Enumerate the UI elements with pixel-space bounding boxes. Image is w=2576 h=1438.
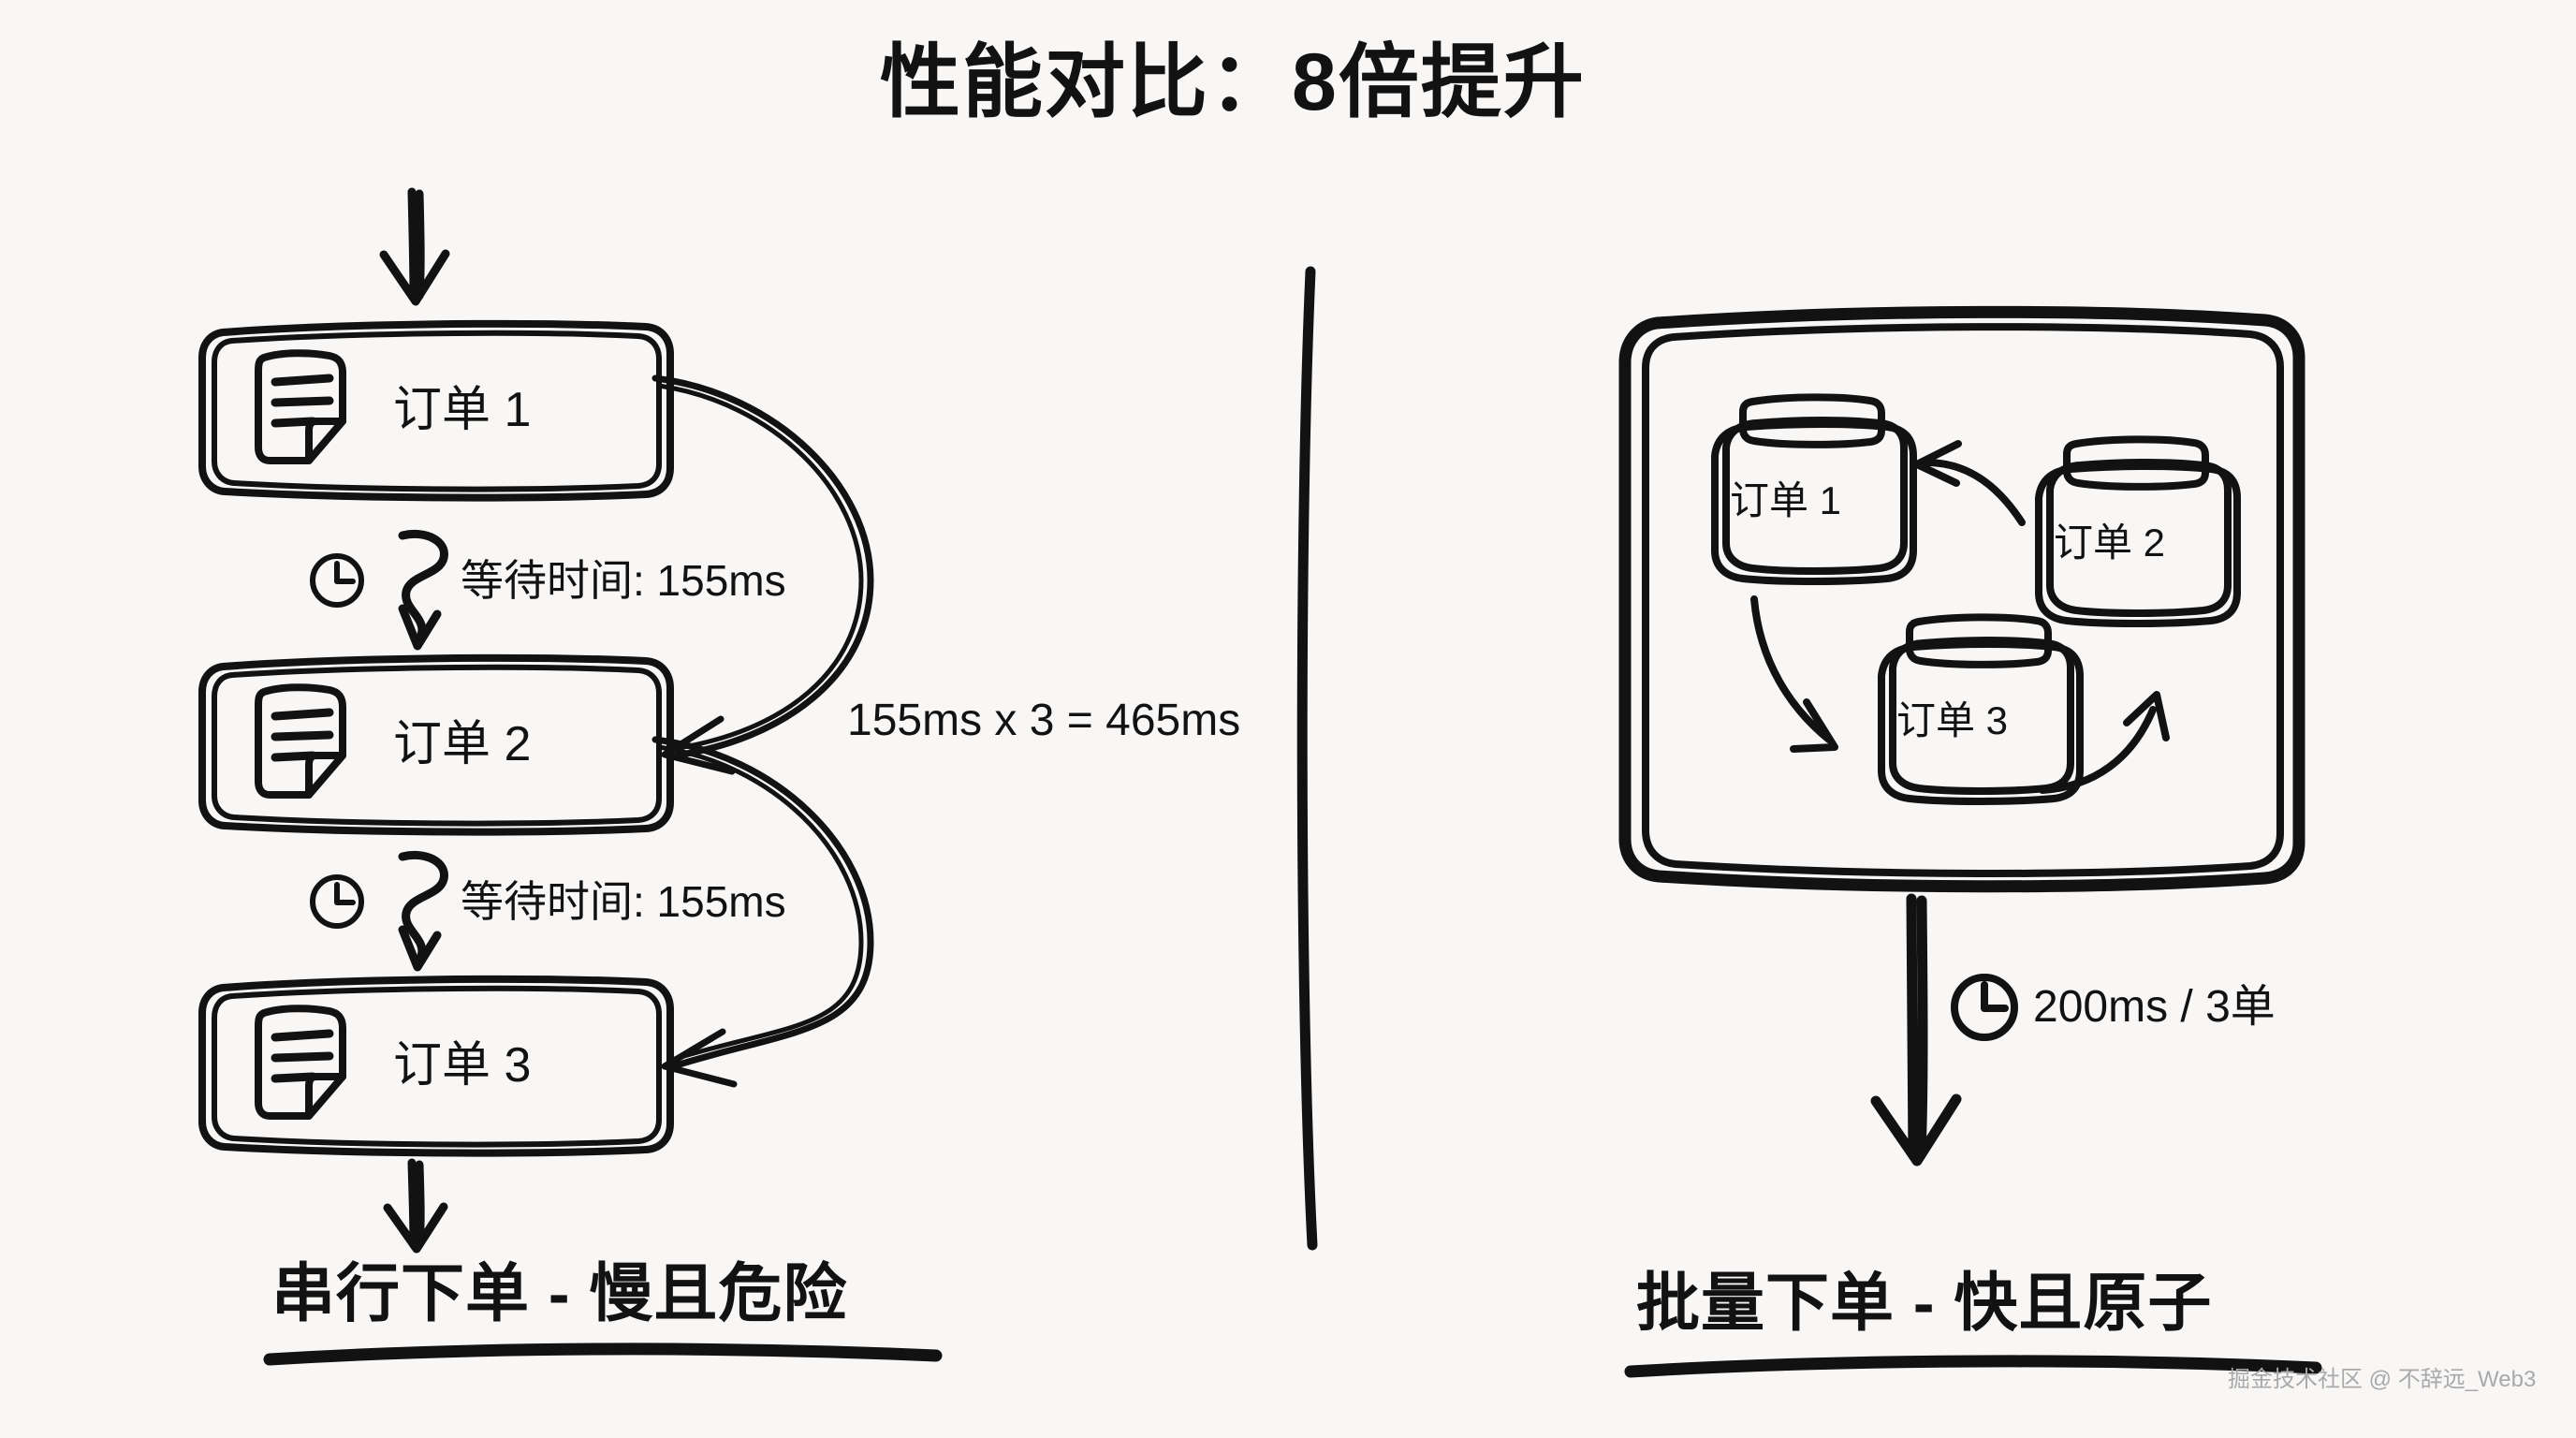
batch-container-shape: [1618, 305, 2305, 893]
document-icon-1: [255, 349, 346, 464]
serial-curve-arrow-2: [651, 736, 874, 1088]
wait-squiggle-2-icon: [310, 851, 448, 972]
clipboard-card-2-label: 订单 2: [2054, 521, 2166, 565]
watermark: 掘金技术社区 @ 不辞远_Web3: [2228, 1367, 2537, 1392]
serial-curve-arrow-1: [651, 374, 874, 775]
order-box-2-shape: [198, 653, 674, 836]
clock-icon-right: [1951, 974, 2018, 1041]
clipboard-card-1-label: 订单 1: [1730, 478, 1842, 522]
panel-divider: [1296, 266, 1318, 1251]
order-box-1-shape: [198, 319, 674, 502]
serial-total-label: 155ms x 3 = 465ms: [847, 696, 1241, 745]
clipboard-card-3-label: 订单 3: [1896, 698, 2009, 742]
exit-arrow-icon: [383, 1158, 448, 1254]
batch-result-arrow-icon: [1870, 893, 1962, 1167]
document-icon-3: [255, 1005, 346, 1120]
right-panel-caption: 批量下单 - 快且原子: [1636, 1268, 2213, 1339]
wait-label-1: 等待时间: 155ms: [461, 556, 786, 605]
wait-label-2: 等待时间: 155ms: [461, 877, 786, 926]
order-box-3-label: 订单 3: [393, 1038, 532, 1093]
left-panel-caption: 串行下单 - 慢且危险: [271, 1258, 848, 1329]
order-box-1-label: 订单 1: [393, 383, 532, 437]
order-box-2-label: 订单 2: [393, 717, 532, 771]
cycle-arrow-1-to-3: [1750, 595, 1838, 753]
clipboard-card-1-shape: [1711, 393, 1917, 585]
entry-arrow-icon: [379, 187, 450, 306]
page-title: 性能对比：8倍提升: [880, 37, 1586, 127]
clipboard-card-2-shape: [2035, 435, 2241, 627]
right-caption-underline: [1624, 1355, 2322, 1378]
order-box-3-shape: [198, 975, 674, 1157]
batch-time-label: 200ms / 3单: [2033, 982, 2276, 1032]
cycle-arrow-3-to-2: [2039, 691, 2170, 794]
left-caption-underline: [263, 1343, 943, 1366]
clipboard-card-3-shape: [1878, 613, 2084, 805]
document-icon-2: [255, 683, 346, 799]
wait-squiggle-1-icon: [310, 530, 448, 651]
cycle-arrow-2-to-1: [1913, 440, 2026, 526]
